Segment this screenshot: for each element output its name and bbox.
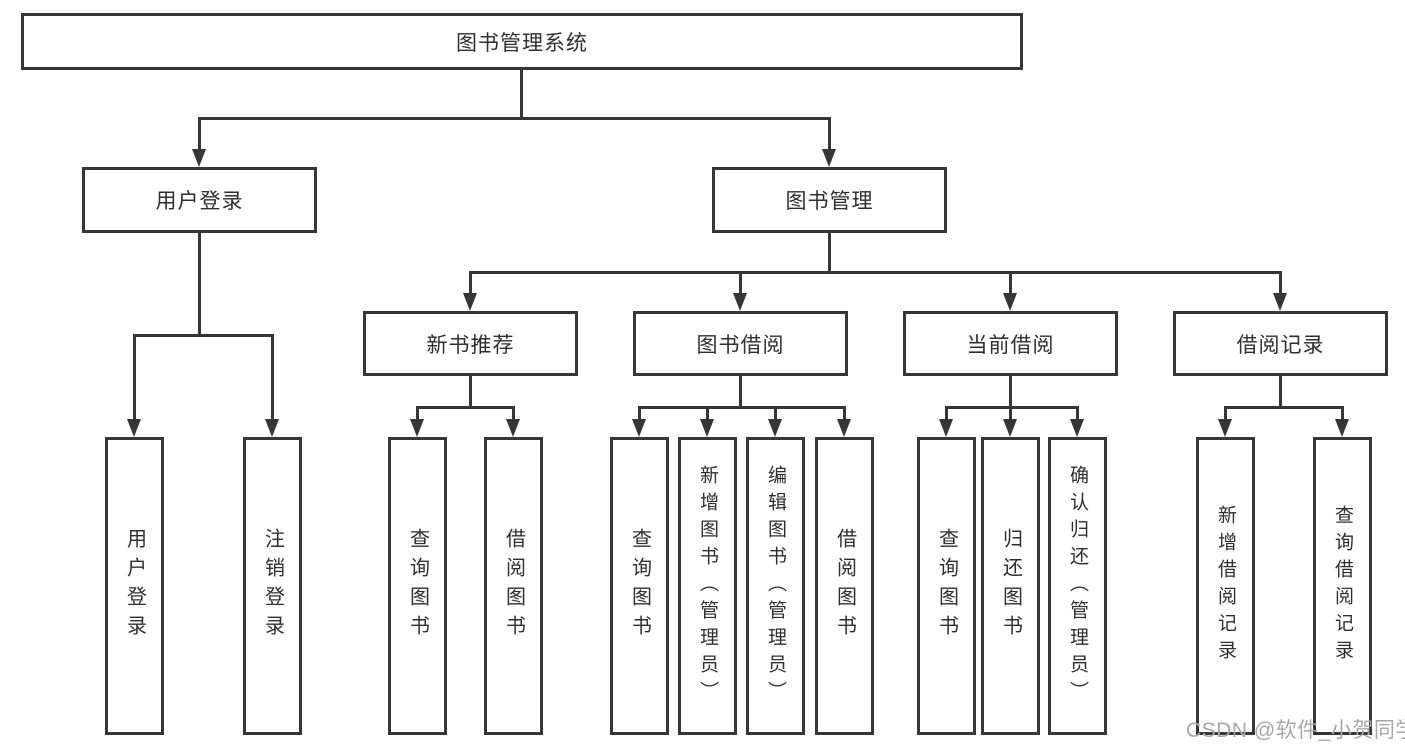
leaf-search-books-recommend: 查询图书 (388, 437, 447, 735)
edge-leaf (1341, 406, 1344, 421)
edge-currentborrow-hline (945, 406, 1079, 409)
leaf-add-books-admin: 新增图书（管理员） (678, 437, 737, 735)
leaf-edit-books-admin: 编辑图书（管理员） (746, 437, 805, 735)
node-book-management: 图书管理 (712, 167, 947, 233)
arrow-down-icon (837, 419, 851, 437)
arrow-down-icon (1335, 419, 1349, 437)
arrow-down-icon (733, 293, 747, 311)
edge-currentborrow-stem (1009, 376, 1012, 409)
edge-to-book-borrow (739, 271, 742, 295)
edge-root-hline (198, 117, 831, 120)
leaf-search-books-current: 查询图书 (917, 437, 976, 735)
edge-to-current-borrow (1009, 271, 1012, 295)
leaf-search-borrow-record: 查询借阅记录 (1313, 437, 1372, 735)
node-current-borrow: 当前借阅 (903, 311, 1118, 376)
edge-bookmgmt-hline (469, 271, 1282, 274)
edge-to-user-login (198, 117, 201, 151)
leaf-borrow-books-recommend: 借阅图书 (484, 437, 543, 735)
edge-leaf (512, 406, 515, 421)
edge-userlogin-stem (198, 233, 201, 337)
edge-to-leaf-login (133, 334, 136, 421)
edge-borrowrecords-stem (1279, 376, 1282, 409)
edge-bookborrow-stem (739, 376, 742, 409)
edge-bookborrow-hline (638, 406, 846, 409)
leaf-return-books: 归还图书 (981, 437, 1040, 735)
arrow-down-icon (265, 419, 279, 437)
arrow-down-icon (1003, 419, 1017, 437)
arrow-down-icon (768, 419, 782, 437)
arrow-down-icon (632, 419, 646, 437)
edge-leaf (416, 406, 419, 421)
edge-leaf (843, 406, 846, 421)
node-new-book-recommend: 新书推荐 (363, 311, 578, 376)
leaf-search-books-borrow: 查询图书 (610, 437, 669, 735)
edge-leaf (1009, 406, 1012, 421)
arrow-down-icon (506, 419, 520, 437)
arrow-down-icon (939, 419, 953, 437)
arrow-down-icon (463, 293, 477, 311)
node-book-borrow: 图书借阅 (633, 311, 848, 376)
arrow-down-icon (700, 419, 714, 437)
edge-root-stem (520, 70, 523, 120)
edge-to-new-book (469, 271, 472, 295)
arrow-down-icon (1218, 419, 1232, 437)
watermark: CSDN @软件_小贺同学 (1186, 719, 1405, 742)
arrow-down-icon (127, 419, 141, 437)
edge-to-borrow-records (1279, 271, 1282, 295)
leaf-borrow-books: 借阅图书 (815, 437, 874, 735)
leaf-add-borrow-record: 新增借阅记录 (1196, 437, 1255, 735)
arrow-down-icon (1273, 293, 1287, 311)
arrow-down-icon (192, 149, 206, 167)
edge-leaf (706, 406, 709, 421)
node-borrow-records: 借阅记录 (1173, 311, 1388, 376)
arrow-down-icon (410, 419, 424, 437)
node-library-system: 图书管理系统 (21, 13, 1023, 70)
edge-leaf (945, 406, 948, 421)
edge-leaf (1076, 406, 1079, 421)
leaf-confirm-return-admin: 确认归还（管理员） (1048, 437, 1107, 735)
edge-bookmgmt-stem (828, 233, 831, 274)
arrow-down-icon (1003, 293, 1017, 311)
edge-newbook-hline (416, 406, 515, 409)
leaf-logout: 注销登录 (243, 437, 302, 735)
edge-borrowrecords-hline (1224, 406, 1344, 409)
arrow-down-icon (822, 149, 836, 167)
node-user-login: 用户登录 (82, 167, 317, 233)
edge-leaf (1224, 406, 1227, 421)
edge-userlogin-hline (133, 334, 274, 337)
arrow-down-icon (1070, 419, 1084, 437)
edge-leaf (774, 406, 777, 421)
edge-newbook-stem (469, 376, 472, 409)
edge-to-leaf-logout (271, 334, 274, 421)
edge-to-book-mgmt (828, 117, 831, 151)
edge-leaf (638, 406, 641, 421)
leaf-user-login: 用户登录 (105, 437, 164, 735)
